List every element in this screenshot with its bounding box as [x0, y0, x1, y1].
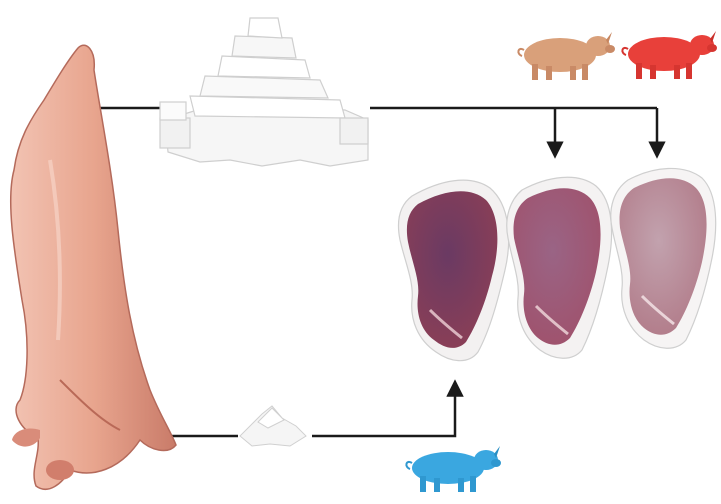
arrow-fat-small-to-chop-dark	[312, 388, 455, 436]
pork-chop-medium	[507, 177, 612, 358]
pork-chop-dark	[399, 180, 509, 361]
pig-icon-tan	[518, 32, 615, 80]
pig-icon-red	[622, 31, 717, 79]
fat-small	[240, 406, 306, 446]
fat-large	[160, 18, 368, 166]
pig-icon-blue	[406, 446, 501, 492]
pork-chop-light	[611, 168, 716, 348]
pig-carcass	[11, 45, 176, 489]
